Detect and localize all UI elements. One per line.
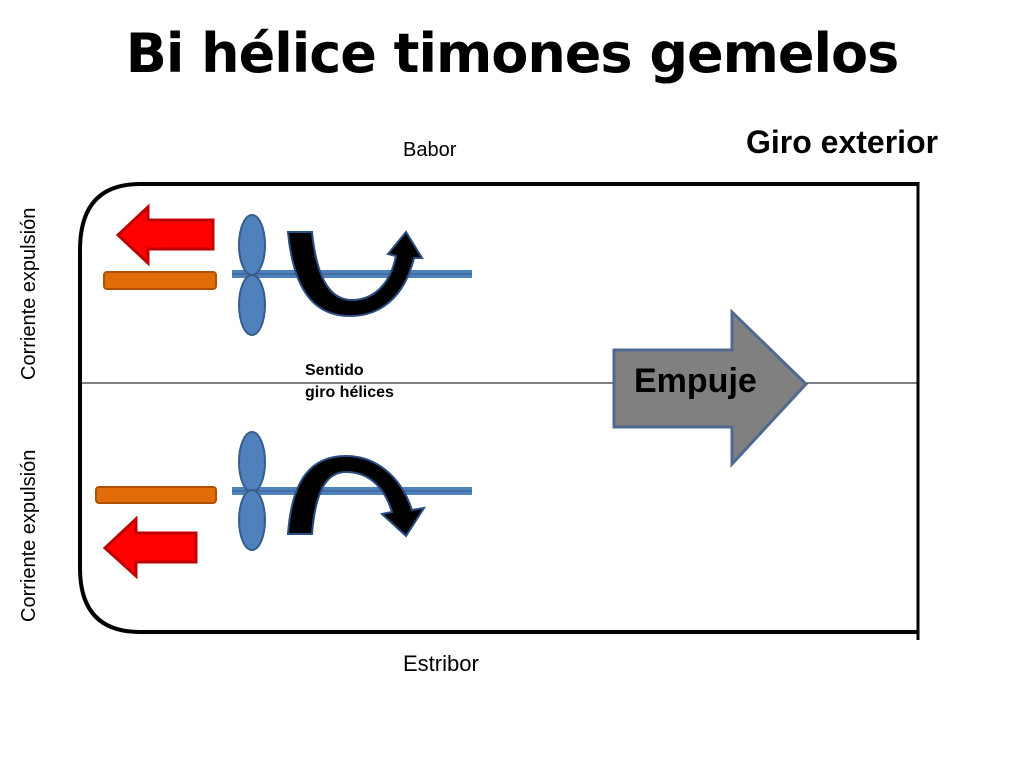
- hull-outline: [78, 182, 918, 634]
- page-title: Bi hélice timones gemelos: [125, 22, 900, 85]
- thrust-arrow: [612, 308, 809, 468]
- propeller-blade-bottom-upper: [238, 431, 266, 493]
- subtitle: Giro exterior: [746, 124, 939, 160]
- thrust-label: Empuje: [634, 362, 757, 400]
- outflow-label-bottom: Corriente expulsión: [18, 449, 40, 622]
- rudder-bottom: [95, 486, 217, 504]
- rotation-label-line2: giro hélices: [305, 384, 394, 401]
- rudder-top: [103, 271, 217, 290]
- rotation-arrow-bottom: [286, 454, 427, 538]
- starboard-label: Estribor: [403, 651, 479, 676]
- outflow-label-top: Corriente expulsión: [18, 207, 40, 380]
- rotation-label: Sentido giro hélices: [305, 360, 394, 404]
- propeller-blade-bottom-lower: [238, 489, 266, 551]
- rotation-arrow-top: [286, 230, 424, 318]
- propeller-blade-top-upper: [238, 214, 266, 276]
- propeller-blade-top-lower: [238, 274, 266, 336]
- outflow-arrow-bottom: [102, 515, 198, 580]
- port-label: Babor: [403, 139, 457, 161]
- rotation-label-line1: Sentido: [305, 362, 364, 379]
- outflow-arrow-top: [115, 203, 215, 267]
